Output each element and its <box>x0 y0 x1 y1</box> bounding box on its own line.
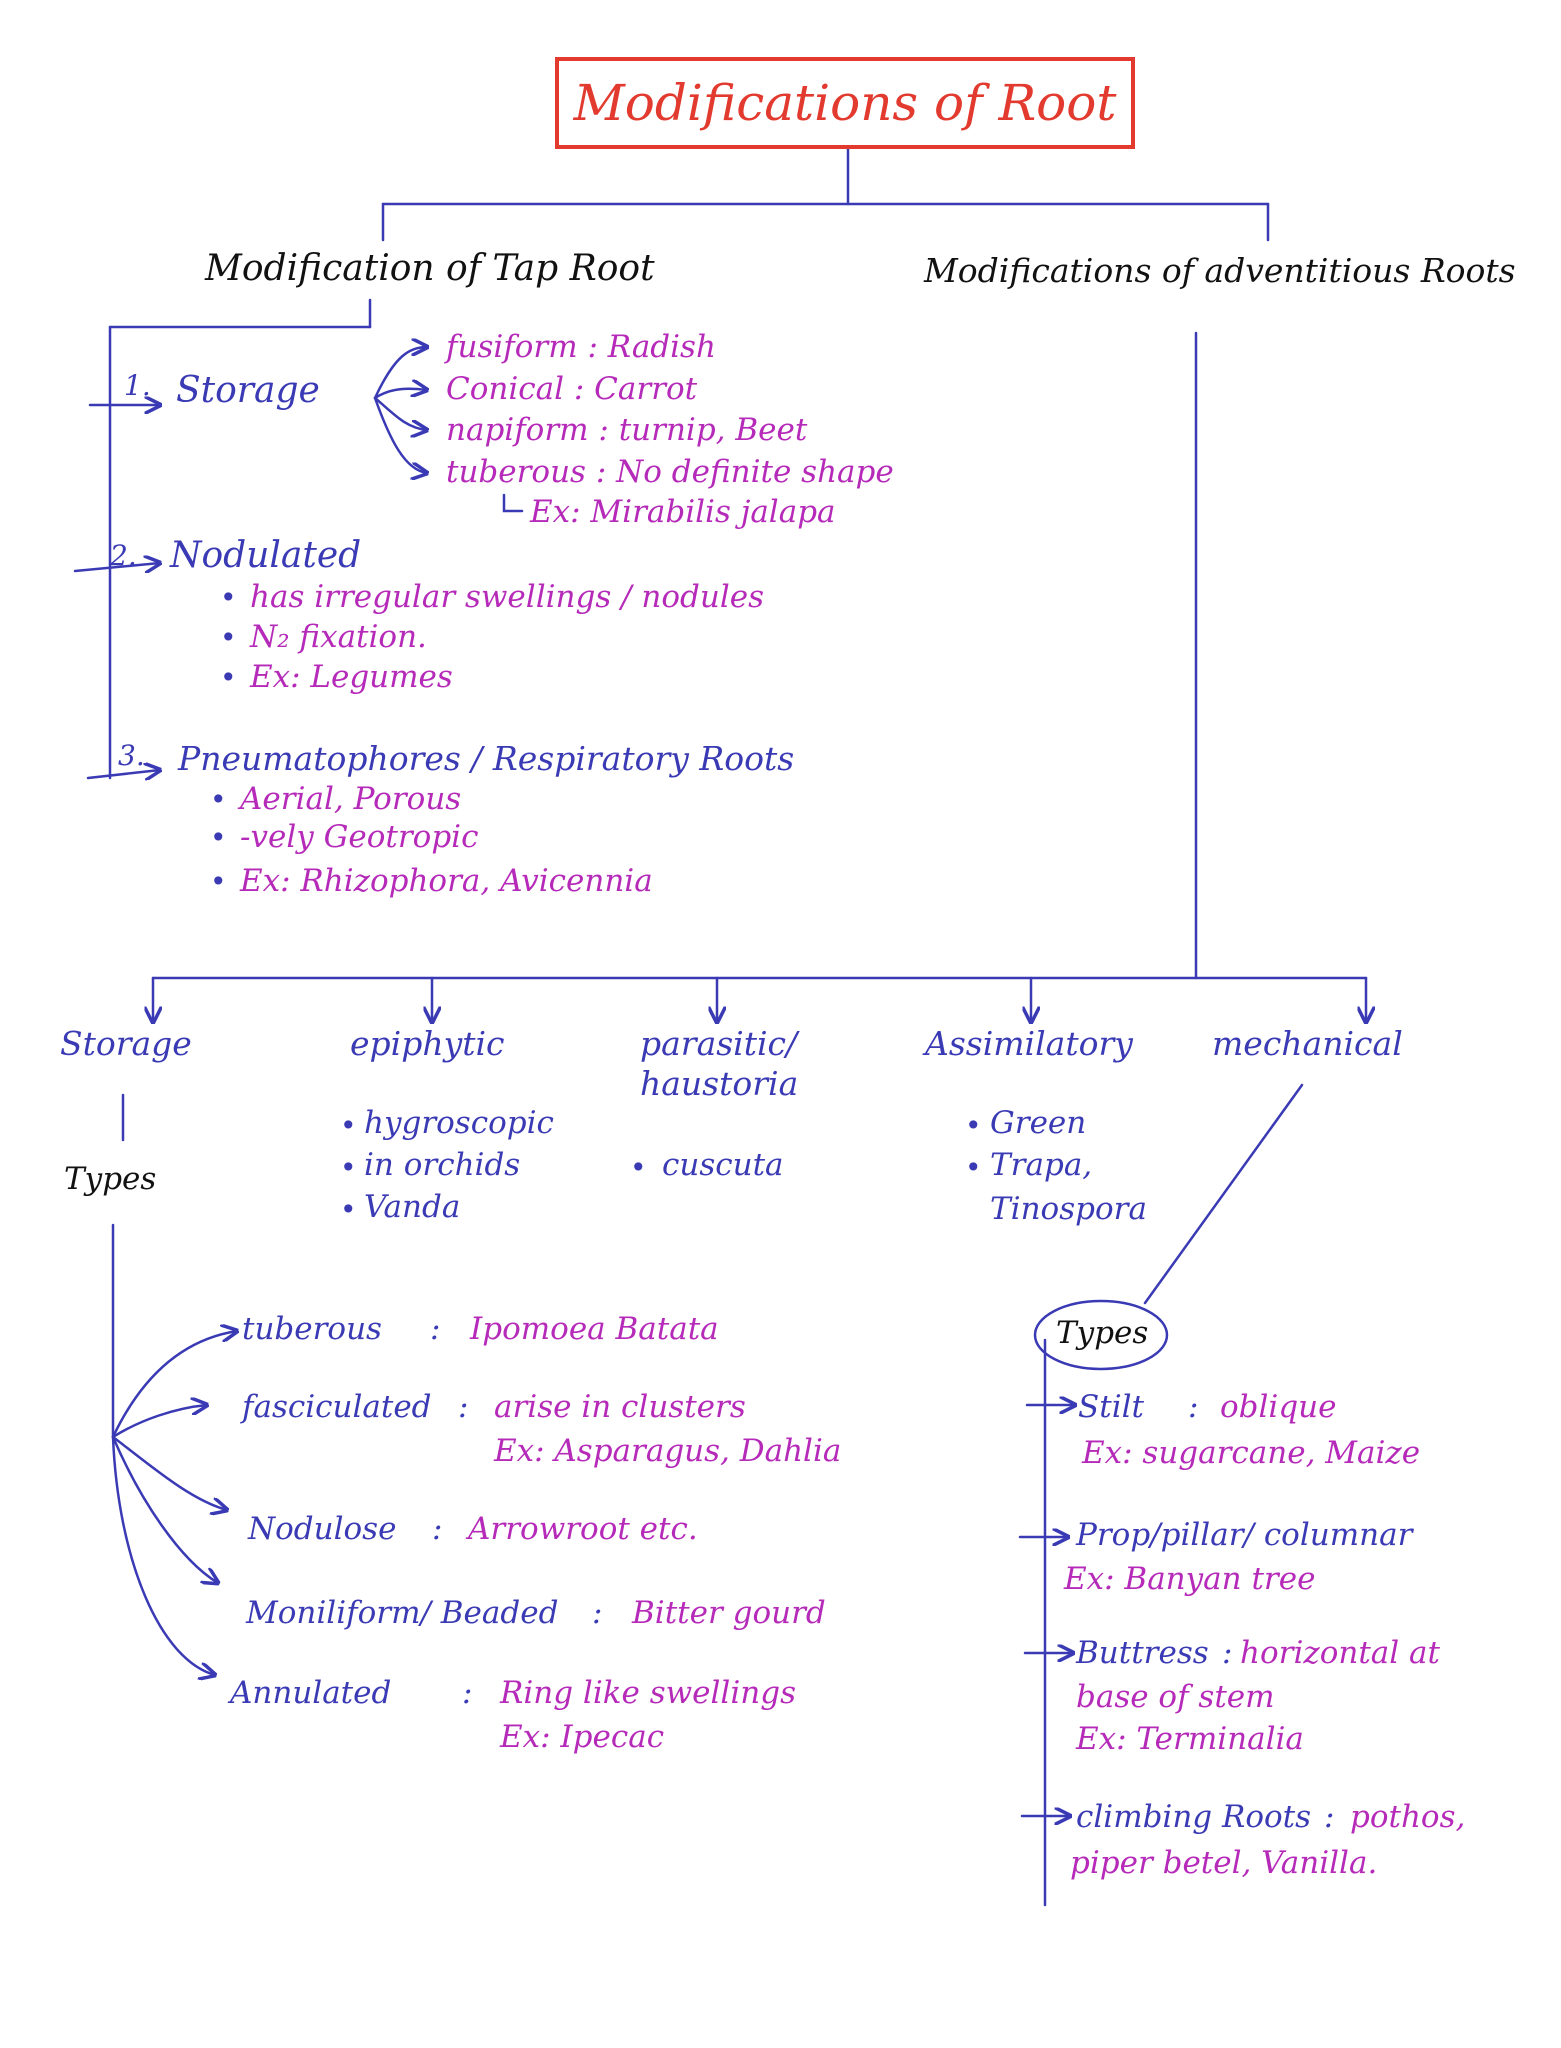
adventitious-heading: Modifications of adventitious Roots <box>924 251 1516 290</box>
bullet-dot-icon: • <box>210 783 227 816</box>
category-epiphytic: epiphytic <box>350 1024 505 1063</box>
title-box: Modifications of Root <box>555 57 1135 149</box>
storage-example: Ex: Mirabilis jalapa <box>530 494 836 530</box>
storage-type-sep: : <box>430 1311 441 1347</box>
curved-arrow-icon <box>111 1331 237 1439</box>
epiphytic-bullet: in orchids <box>364 1147 521 1183</box>
epiphytic-bullet: hygroscopic <box>364 1105 554 1141</box>
storage-type-name: Moniliform/ Beaded <box>246 1595 559 1631</box>
storage-type-sep: : <box>432 1511 443 1547</box>
mechanical-type-desc: pothos, <box>1350 1799 1466 1835</box>
nodulated-bullet: Ex: Legumes <box>250 659 453 695</box>
category-parasitic: haustoria <box>640 1064 799 1103</box>
bullet-dot-icon: • <box>340 1193 357 1226</box>
mechanical-type-name: Stilt <box>1078 1389 1144 1425</box>
mechanical-type-line2: Ex: sugarcane, Maize <box>1082 1435 1421 1471</box>
nodulated-bullet: has irregular swellings / nodules <box>250 579 764 615</box>
storage-type-desc: Arrowroot etc. <box>468 1511 698 1547</box>
category-storage: Storage <box>60 1024 192 1063</box>
bullet-dot-icon: • <box>220 621 237 654</box>
storage-type-sep: : <box>462 1675 473 1711</box>
tap-root-heading: Modification of Tap Root <box>205 248 655 289</box>
category-parasitic: parasitic/ <box>640 1024 798 1063</box>
mechanical-type-line2: Ex: Banyan tree <box>1064 1561 1316 1597</box>
bullet-dot-icon: • <box>340 1109 357 1142</box>
bullet-dot-icon: • <box>220 581 237 614</box>
pneumatophores-bullet: -vely Geotropic <box>240 819 479 855</box>
storage-item: tuberous : No definite shape <box>446 454 894 490</box>
mechanical-type-sep: : <box>1188 1389 1199 1425</box>
storage-label: Storage <box>176 370 320 411</box>
curved-arrow-icon <box>111 1435 215 1675</box>
storage-type-name: fasciculated <box>242 1389 432 1425</box>
curved-arrow-icon <box>111 1405 207 1439</box>
bullet-dot-icon: • <box>630 1151 647 1184</box>
mechanical-type-name: climbing Roots <box>1076 1799 1312 1835</box>
page-title: Modifications of Root <box>573 74 1117 132</box>
nodulated-bullet: N₂ fixation. <box>250 619 427 655</box>
bullet-dot-icon: • <box>340 1151 357 1184</box>
curved-arrow-icon <box>373 396 427 473</box>
pneumatophores-number: 3. <box>118 739 145 772</box>
bullet-dot-icon: • <box>220 661 237 694</box>
parasitic-bullet: cuscuta <box>662 1147 784 1183</box>
storage-number: 1. <box>124 369 151 402</box>
storage-type-name: Nodulose <box>248 1511 397 1547</box>
storage-type-sep: : <box>592 1595 603 1631</box>
nodulated-label: Nodulated <box>170 535 362 576</box>
pneumatophores-bullet: Aerial, Porous <box>240 781 462 817</box>
assimilatory-bullet: Green <box>990 1105 1087 1141</box>
curved-arrow-icon <box>373 347 427 400</box>
bullet-dot-icon: • <box>210 865 227 898</box>
mechanical-type-line2: base of stem <box>1076 1679 1275 1715</box>
curved-arrow-icon <box>111 1435 227 1510</box>
pneumatophores-bullet: Ex: Rhizophora, Avicennia <box>240 863 653 899</box>
storage-types-label: Types <box>64 1161 157 1197</box>
storage-type-name: Annulated <box>230 1675 392 1711</box>
storage-type-desc: arise in clusters <box>494 1389 746 1425</box>
nodulated-number: 2. <box>110 539 137 572</box>
storage-item: Conical : Carrot <box>446 371 698 407</box>
arrow-right-icon <box>73 563 160 571</box>
storage-type-sep: : <box>458 1389 469 1425</box>
mechanical-type-line2: piper betel, Vanilla. <box>1070 1845 1378 1881</box>
arrow-right-icon <box>86 770 160 778</box>
storage-type-example: Ex: Ipecac <box>500 1719 665 1755</box>
mechanical-type-line3: Ex: Terminalia <box>1076 1721 1304 1757</box>
curved-arrow-icon <box>373 396 427 430</box>
category-assimilatory: Assimilatory <box>925 1024 1133 1063</box>
mechanical-type-sep: : <box>1324 1799 1335 1835</box>
storage-type-example: Ex: Asparagus, Dahlia <box>494 1433 842 1469</box>
pneumatophores-label: Pneumatophores / Respiratory Roots <box>178 739 795 778</box>
storage-item: fusiform : Radish <box>446 329 716 365</box>
curved-arrow-icon <box>111 1435 218 1583</box>
storage-type-name: tuberous <box>242 1311 382 1347</box>
mechanical-type-desc: horizontal at <box>1240 1635 1440 1671</box>
mechanical-type-desc: oblique <box>1220 1389 1337 1425</box>
category-mechanical: mechanical <box>1212 1024 1403 1063</box>
bullet-dot-icon: • <box>210 821 227 854</box>
storage-item: napiform : turnip, Beet <box>446 412 808 448</box>
bullet-dot-icon: • <box>965 1151 982 1184</box>
storage-type-desc: Ipomoea Batata <box>470 1311 719 1347</box>
assimilatory-extra: Tinospora <box>990 1191 1147 1227</box>
mechanical-type-name: Buttress <box>1076 1635 1209 1671</box>
curved-arrow-icon <box>373 389 427 400</box>
mechanical-type-sep: : <box>1222 1635 1233 1671</box>
bullet-dot-icon: • <box>965 1109 982 1142</box>
epiphytic-bullet: Vanda <box>364 1189 461 1225</box>
mechanical-types-label: Types <box>1056 1315 1149 1351</box>
mechanical-type-name: Prop/pillar/ columnar <box>1076 1517 1413 1553</box>
storage-type-desc: Bitter gourd <box>632 1595 826 1631</box>
storage-type-desc: Ring like swellings <box>500 1675 796 1711</box>
assimilatory-bullet: Trapa, <box>990 1147 1093 1183</box>
